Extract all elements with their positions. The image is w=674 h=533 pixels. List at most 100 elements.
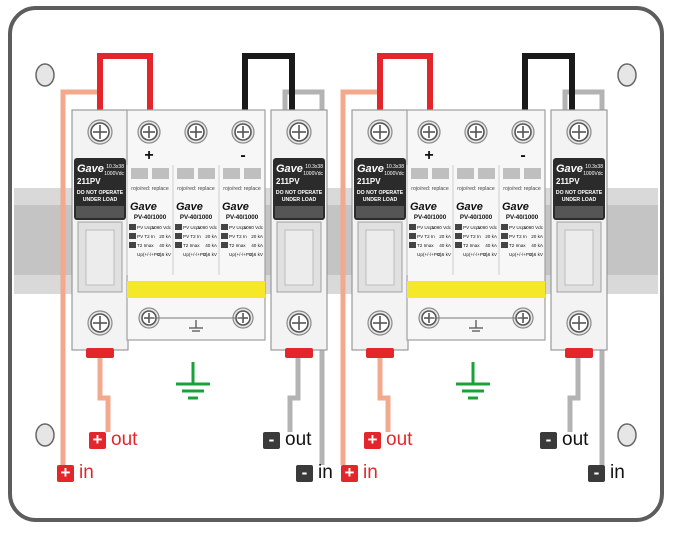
spec-name: T2 Imax [229, 243, 246, 248]
spd-brand: Gave [176, 201, 203, 213]
spec-name: PV T2 In [509, 234, 527, 239]
isolator-rating: 10.3x38 [305, 164, 323, 170]
isolator-lever [76, 206, 124, 218]
negative-output-lead [287, 358, 301, 432]
mounting-hole [617, 63, 637, 87]
spec-tag [501, 242, 508, 248]
plus-icon: + [364, 431, 381, 449]
in-negative-label-2: -in [588, 463, 625, 483]
status-legend: rojo/red: replace [503, 186, 541, 192]
status-window [198, 168, 215, 179]
minus-icon: - [296, 464, 313, 482]
status-legend: rojo/red: replace [131, 186, 169, 192]
out-negative-label-2: -out [540, 430, 588, 450]
spec-tag [129, 242, 136, 248]
spd-model: PV-40/1000 [460, 214, 493, 221]
positive-bridge-wire [377, 53, 433, 116]
spec-tag [221, 242, 228, 248]
spec-value: 20 kA [205, 234, 218, 239]
negative-bridge-wire [522, 53, 575, 116]
isolator-rating: 10.3x38 [585, 164, 603, 170]
spd-model: PV-40/1000 [414, 214, 447, 221]
spec-name: PV Ucpv [183, 225, 202, 230]
spec-value: 40 kA [159, 243, 172, 248]
spec-tag [501, 233, 508, 239]
isolator-warning: UNDER LOAD [83, 197, 118, 203]
spec-value: 20 kA [251, 234, 264, 239]
isolator-brand: Gave [276, 163, 303, 175]
spec-value: 40 kA [485, 243, 498, 248]
spec-name: PV Ucpv [463, 225, 482, 230]
terminal-plus-label: + [144, 147, 153, 164]
isolator-label-panel [74, 158, 126, 220]
isolator-rating: 10.3x38 [106, 164, 124, 170]
out-negative-label-1: -out [263, 430, 311, 450]
status-window [177, 168, 194, 179]
spec-name: Up(+/-/+PE) [137, 252, 162, 257]
status-legend: rojo/red: replace [223, 186, 261, 192]
spec-value: 3,6 kV [438, 252, 452, 257]
spec-tag [409, 224, 416, 230]
isolator-warning: UNDER LOAD [562, 197, 597, 203]
spec-value: 3,6 kV [530, 252, 544, 257]
spec-tag [501, 224, 508, 230]
terminal-plus-label: + [424, 147, 433, 164]
isolator-brand: Gave [357, 163, 384, 175]
isolator-rating: 1000Vdc [104, 171, 124, 177]
out-text: out [386, 429, 413, 450]
mounting-hole [617, 423, 637, 447]
isolator-label-panel [553, 158, 605, 220]
isolator-model: 211PV [276, 177, 300, 186]
terminal-minus-label: - [240, 147, 245, 164]
in-text: in [363, 462, 378, 483]
out-positive-label-2: + out [364, 430, 412, 450]
spec-tag [455, 233, 462, 239]
minus-icon: - [263, 431, 280, 449]
spec-name: T2 Imax [509, 243, 526, 248]
isolator-model: 211PV [77, 177, 101, 186]
status-legend: rojo/red: replace [457, 186, 495, 192]
spd-brand: Gave [456, 201, 483, 213]
spd-brand: Gave [410, 201, 437, 213]
out-text: out [285, 429, 312, 450]
minus-icon: - [588, 464, 605, 482]
surge-protector-body [406, 109, 546, 341]
in-positive-label-2: +in [341, 463, 378, 483]
isolator-lever [356, 206, 404, 218]
status-window [478, 168, 495, 179]
status-window [152, 168, 169, 179]
isolator-rating: 1000Vdc [583, 171, 603, 177]
spec-value: 20 kA [531, 234, 544, 239]
spec-tag [409, 233, 416, 239]
negative-bridge-wire [242, 53, 295, 116]
spec-name: T2 Imax [417, 243, 434, 248]
spec-value: 3,6 kV [484, 252, 498, 257]
mounting-hole [35, 423, 55, 447]
minus-icon: - [540, 431, 557, 449]
spec-value: 1060 Vdc [198, 225, 218, 230]
positive-bridge-wire [97, 53, 153, 116]
status-window [432, 168, 449, 179]
spec-tag [455, 242, 462, 248]
in-text: in [318, 462, 333, 483]
spec-name: PV T2 In [137, 234, 155, 239]
negative-output-lead [567, 358, 581, 432]
in-text: in [610, 462, 625, 483]
isolator-brand: Gave [77, 163, 104, 175]
spec-name: Up(+/-/+PE) [509, 252, 534, 257]
status-window [223, 168, 240, 179]
isolator-warning: DO NOT OPERATE [276, 190, 323, 196]
indicator-band [127, 281, 265, 298]
isolator-rating: 1000Vdc [384, 171, 404, 177]
spd-model: PV-40/1000 [134, 214, 167, 221]
spd-model: PV-40/1000 [226, 214, 259, 221]
surge-protector-body [126, 109, 266, 341]
fuse-carrier [284, 229, 314, 286]
spec-name: Up(+/-/+PE) [463, 252, 488, 257]
spec-name: T2 Imax [463, 243, 480, 248]
spec-tag [409, 242, 416, 248]
plus-icon: + [57, 464, 74, 482]
spec-value: 1060 Vdc [432, 225, 452, 230]
